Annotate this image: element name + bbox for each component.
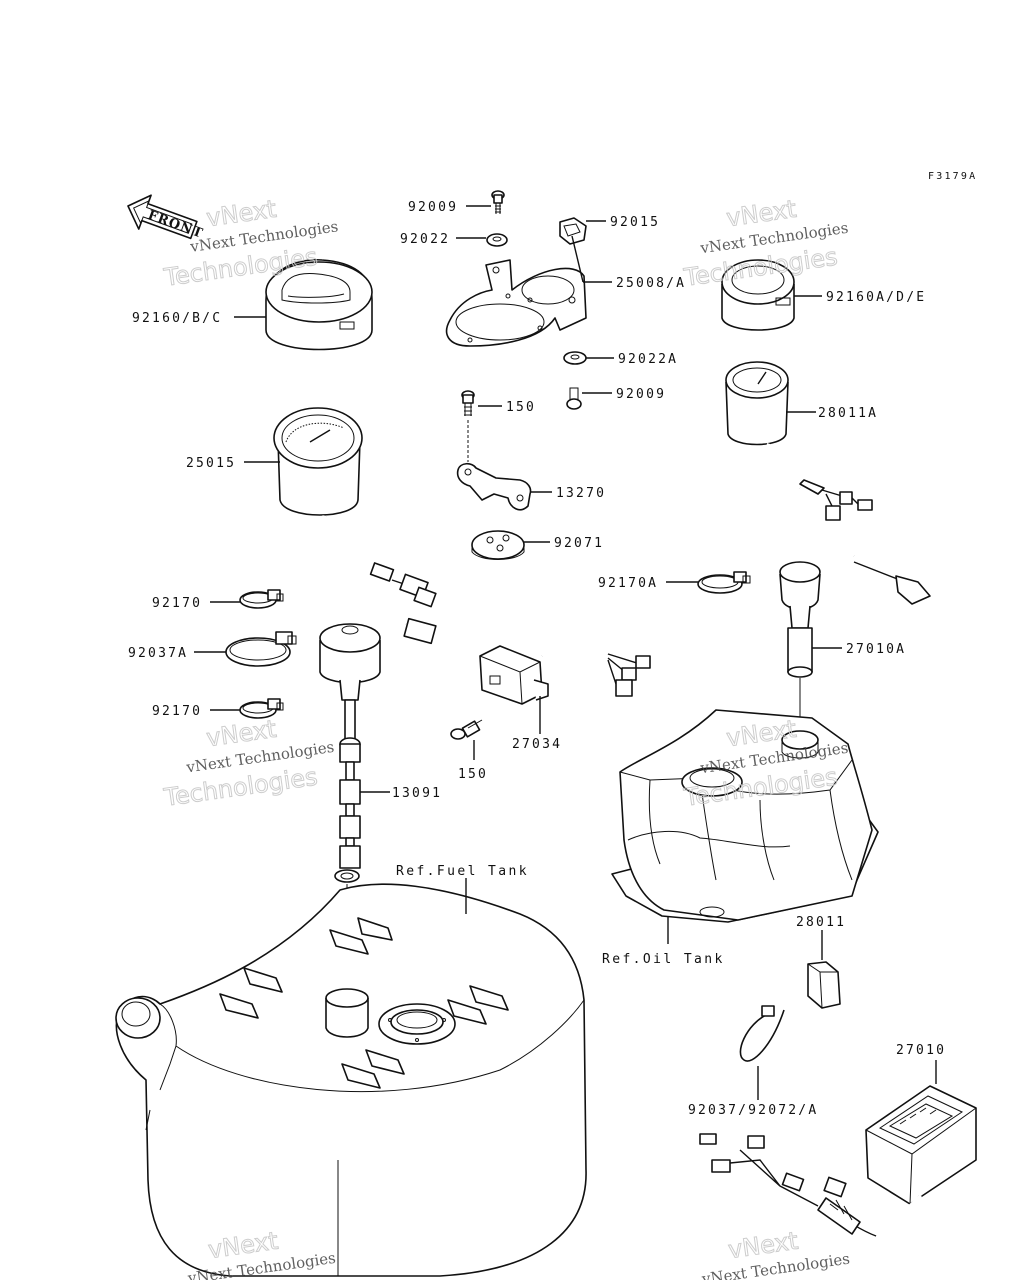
clamp-92170a-icon — [697, 571, 751, 594]
label-92009-top: 92009 — [408, 200, 458, 215]
bolt-150-top-icon — [461, 390, 475, 416]
label-92022a: 92022A — [618, 352, 678, 367]
watermark-3: vNext vNext Technologies Technologies — [161, 714, 335, 812]
label-92015: 92015 — [610, 215, 660, 230]
label-92160bc: 92160/B/C — [132, 311, 222, 326]
label-25015: 25015 — [186, 456, 236, 471]
label-92009-mid: 92009 — [616, 387, 666, 402]
label-25008: 25008/A — [616, 276, 686, 291]
washer-92022-icon — [486, 233, 508, 247]
label-92022: 92022 — [400, 232, 450, 247]
ref-fuel-tank: Ref.Fuel Tank — [396, 864, 529, 879]
relay-27034-icon — [479, 642, 651, 705]
label-27034: 27034 — [512, 737, 562, 752]
grommet-92071-icon — [471, 530, 525, 560]
label-27010a: 27010A — [846, 642, 906, 657]
clamp-92170-b-icon — [239, 698, 284, 719]
label-92170-b: 92170 — [152, 704, 202, 719]
label-92037a: 92037A — [128, 646, 188, 661]
ref-oil-tank: Ref.Oil Tank — [602, 952, 725, 967]
label-92037: 92037/92072/A — [688, 1103, 818, 1118]
watermark-6: vNext vNext Technologies — [700, 1226, 851, 1280]
svg-text:Technologies: Technologies — [162, 763, 320, 812]
label-28011-visible: 27010 — [896, 1043, 946, 1058]
cover-92160bc-icon — [265, 258, 373, 351]
label-92071: 92071 — [554, 536, 604, 551]
fuel-sender-27010-icon — [319, 600, 437, 883]
bolt-92009-mid-icon — [566, 387, 582, 410]
clamp-92037a-icon — [225, 631, 297, 667]
oil-sender-27010a-icon — [779, 537, 931, 678]
meter-28011-icon — [699, 1085, 977, 1242]
band-92037-icon — [739, 1005, 785, 1062]
speedometer-25015-icon — [273, 407, 437, 608]
oil-tank-icon — [611, 709, 879, 923]
label-13270: 13270 — [556, 486, 606, 501]
cover-92160ade-icon — [721, 259, 795, 331]
label-150-top: 150 — [506, 400, 536, 415]
plate-13270-icon — [456, 462, 532, 511]
watermark-2: vNext vNext Technologies Technologies — [681, 194, 849, 292]
diagram-code: F3179A — [928, 171, 977, 182]
clip-nut-92015-icon — [559, 217, 587, 245]
bolt-92009-top-icon — [491, 190, 505, 214]
label-92170-a: 92170 — [152, 596, 202, 611]
oil-gauge-28011a-icon — [725, 361, 873, 521]
label-92160ade: 92160A/D/E — [826, 290, 926, 305]
washer-92022a-icon — [563, 351, 587, 365]
label-150-bot: 150 — [458, 767, 488, 782]
fuel-tank-icon — [115, 883, 587, 1277]
label-27010: 13091 — [392, 786, 442, 801]
clamp-92170-a-icon — [239, 589, 284, 609]
bolt-150-bottom-icon — [450, 719, 483, 740]
bracket-25008-icon — [445, 259, 587, 347]
label-28011a: 28011A — [818, 406, 878, 421]
label-13091-visible: 28011 — [796, 915, 846, 930]
part-13091-icon — [807, 961, 841, 1009]
label-92170a: 92170A — [598, 576, 658, 591]
